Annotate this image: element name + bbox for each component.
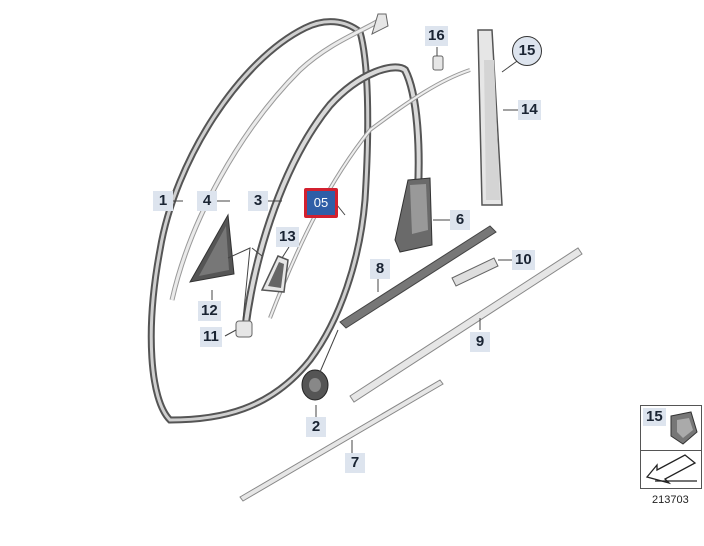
part-7-lower-strip[interactable] <box>239 379 444 502</box>
part-12-triangle-trim[interactable] <box>189 213 235 283</box>
part-13-small-trim[interactable] <box>260 255 289 293</box>
part-4-frame-strip[interactable] <box>169 13 389 301</box>
legend-part-box: 15 <box>640 405 702 451</box>
part-6-bracket[interactable] <box>394 177 433 253</box>
callout-13[interactable]: 13 <box>276 227 299 247</box>
part-8-belt-molding[interactable] <box>339 225 497 329</box>
part-16-clip[interactable] <box>432 55 444 71</box>
callout-15[interactable]: 15 <box>512 36 542 66</box>
legend-clip-icon <box>670 411 698 445</box>
part-9-long-strip[interactable] <box>349 247 583 403</box>
callout-1[interactable]: 1 <box>153 191 173 211</box>
callout-3[interactable]: 3 <box>248 191 268 211</box>
callout-16[interactable]: 16 <box>425 26 448 46</box>
callout-12[interactable]: 12 <box>198 301 221 321</box>
part-11-clip[interactable] <box>235 320 253 338</box>
callout-8[interactable]: 8 <box>370 259 390 279</box>
callout-2[interactable]: 2 <box>306 417 326 437</box>
callout-10[interactable]: 10 <box>512 250 535 270</box>
callout-6[interactable]: 6 <box>450 210 470 230</box>
callout-11[interactable]: 11 <box>200 327 222 347</box>
callout-4[interactable]: 4 <box>197 191 217 211</box>
part-05-strip[interactable] <box>268 68 471 319</box>
arrow-icon <box>645 454 697 485</box>
part-2-grommet[interactable] <box>301 369 329 401</box>
part-1-door-seal[interactable] <box>147 18 372 424</box>
diagram-number: 213703 <box>652 494 689 506</box>
legend-arrow-box <box>640 451 702 489</box>
leader-lines <box>170 47 521 455</box>
callout-05-highlighted[interactable]: 05 <box>304 188 338 218</box>
part-3-window-channel[interactable] <box>241 63 423 331</box>
callout-14[interactable]: 14 <box>518 100 541 120</box>
part-10-end-cap[interactable] <box>451 257 499 287</box>
callout-7[interactable]: 7 <box>345 453 365 473</box>
callout-9[interactable]: 9 <box>470 332 490 352</box>
part-14-pillar-trim[interactable] <box>477 29 503 206</box>
legend-callout-15: 15 <box>643 408 666 426</box>
